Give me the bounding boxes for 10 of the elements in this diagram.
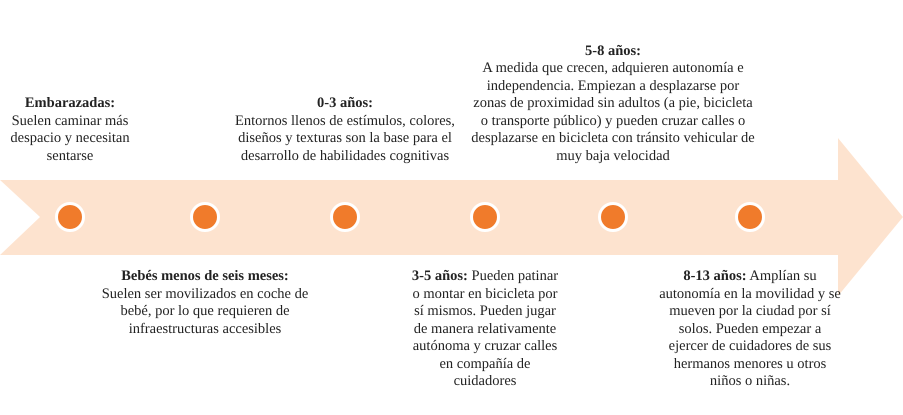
description-text: Suelen caminar más despacio y necesitan sentarse (9, 112, 131, 165)
age-heading: 0-3 años: (316, 95, 374, 112)
age-heading: 5-8 años: (584, 42, 642, 60)
description-text: Entornos llenos de estímulos, colores, diseños y texturas son la base para el desarrollo de habilidades cognitivas (234, 112, 456, 165)
description-text: 8-13 años: Amplían su autonomía en la movilidad y se mueven por la ciudad por sí solos. Pueden empezar a ejercer de cuidadores de sus hermanos menores u otros niños o niñas. (658, 268, 842, 390)
description-text: A medida que crecen, adquieren autonomía e independencia. Empiezan a desplazarse por zonas de proximidad sin adultos (a pie, bicicleta o transporte público) y pueden cruzar calles o desplazarse en bicicleta con tránsito vehicular de muy baja velocidad (470, 60, 756, 165)
description-text: Suelen ser movilizados en coche de bebé, por lo que requieren de infraestructuras accesibles (100, 286, 310, 338)
age-heading: Bebés menos de seis meses: (120, 268, 290, 286)
age-heading: Embarazadas: (24, 95, 116, 112)
description-text: 3-5 años: Pueden patinar o montar en bicicleta por sí mismos. Pueden jugar de manera relativamente autónoma y cruzar calles en compañía de cuidadores (410, 268, 560, 390)
